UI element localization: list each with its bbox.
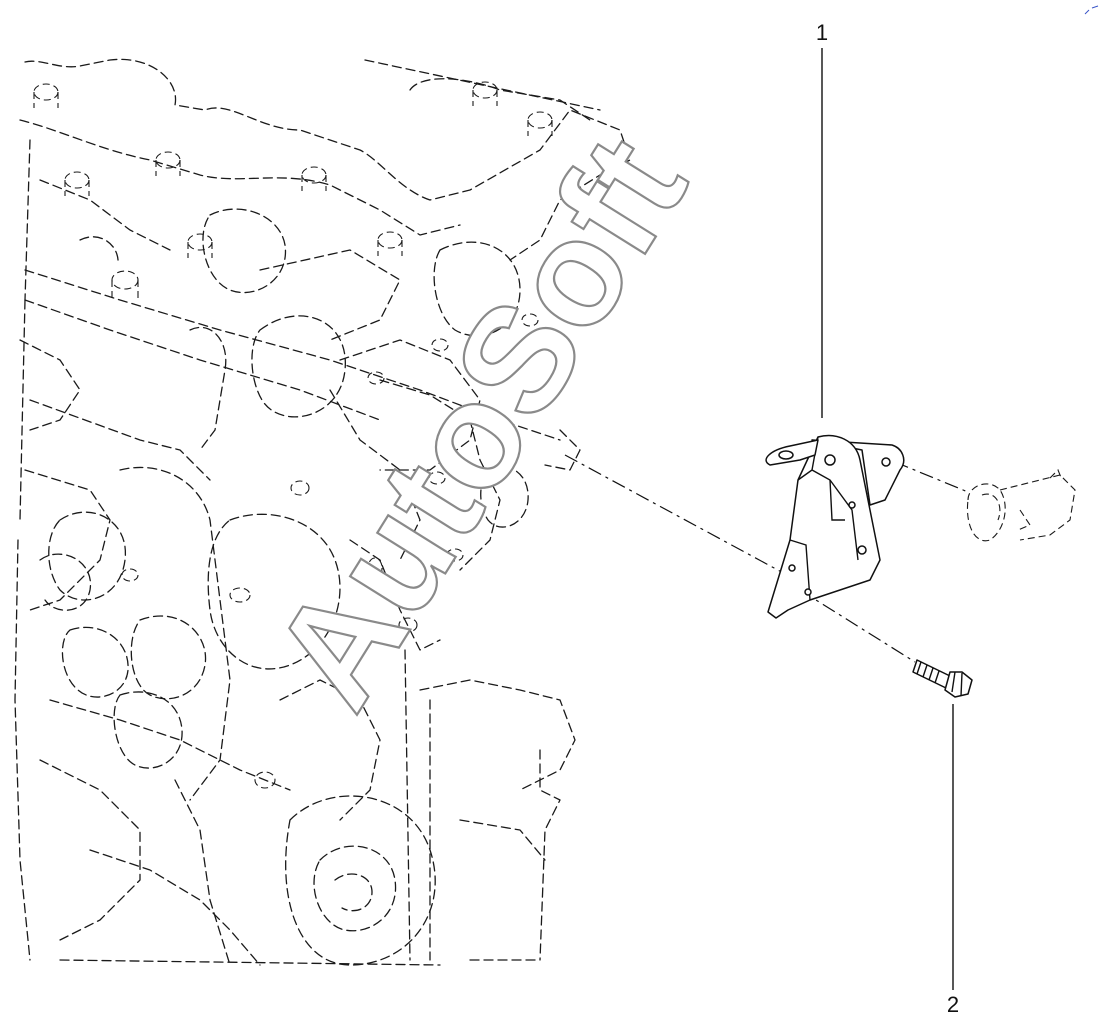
corner-mark bbox=[1084, 5, 1099, 15]
callout-1: 1 bbox=[816, 20, 828, 418]
callout-1-label: 1 bbox=[816, 20, 828, 45]
assembly-axis-lines bbox=[564, 454, 969, 663]
hose-clip-phantom bbox=[966, 469, 1076, 542]
watermark-text: AutoSoft bbox=[240, 109, 718, 735]
bolt-part bbox=[912, 659, 973, 698]
bracket-part bbox=[765, 434, 905, 619]
cylinder-head-bolts-phantom bbox=[33, 81, 553, 789]
autosoft-watermark: AutoSoft bbox=[239, 108, 719, 736]
callout-2: 2 bbox=[947, 704, 959, 1017]
callout-2-label: 2 bbox=[947, 992, 959, 1017]
engine-block-phantom bbox=[14, 58, 631, 966]
